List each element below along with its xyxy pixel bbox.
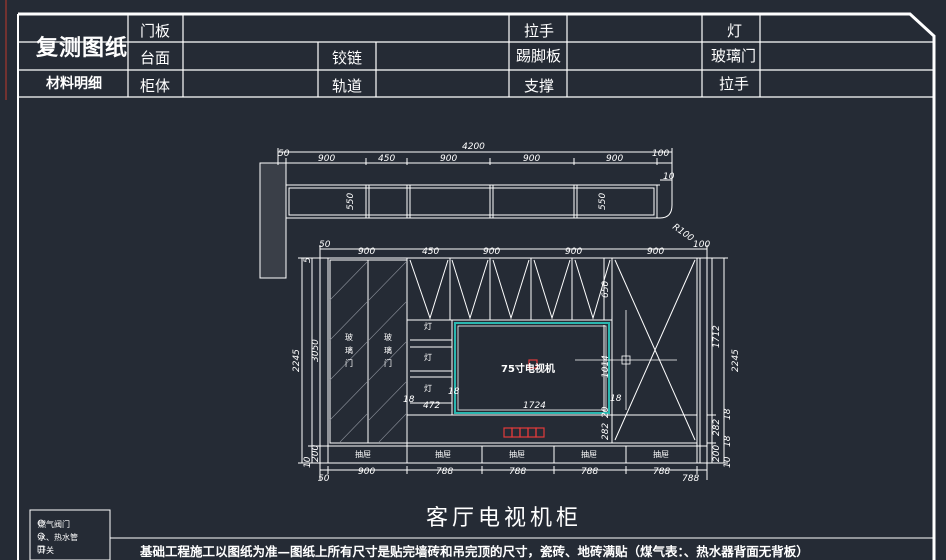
materials-label: 材料明细 — [46, 76, 102, 92]
field-support: 支撑 — [524, 77, 555, 95]
footer-note: 基础工程施工以图纸为准—图纸上所有尺寸是贴完墙砖和吊完顶的尺寸，瓷砖、地砖满贴（… — [140, 544, 809, 559]
glass-door-label: 门 — [384, 358, 392, 368]
field-glass-door: 玻璃门 — [711, 47, 757, 65]
elev-dim-bottom: 900 — [358, 467, 375, 477]
elev-dim-bottom: 788 — [509, 467, 526, 477]
plan-dim: 900 — [318, 154, 335, 164]
drawer-label: 抽屉 — [355, 449, 371, 459]
elev-dim-bottom: 788 — [581, 467, 598, 477]
field-door-panel: 门板 — [140, 22, 171, 40]
plan-dim: 900 — [440, 154, 457, 164]
elev-dim-left: 5 — [303, 257, 313, 263]
elev-dim-right: 18 — [723, 408, 733, 420]
elev-dim-top: 900 — [647, 247, 664, 257]
elev-dim-bottom: 788 — [653, 467, 670, 477]
glass-door-label: 门 — [345, 358, 353, 368]
elev-dim-bottom: 788 — [436, 467, 453, 477]
plan-dim: 50 — [278, 149, 290, 159]
plan-dim-radius: R100 — [670, 222, 695, 244]
plan-dim-depth: 550 — [598, 193, 608, 210]
elev-dim-top: 450 — [422, 247, 439, 257]
drawer-label: 抽屉 — [653, 449, 669, 459]
glass-door-label: 玻 — [384, 332, 392, 342]
field-rail: 轨道 — [332, 77, 363, 95]
plan-dim: 900 — [606, 154, 623, 164]
elev-dim-right: 282 — [712, 419, 722, 436]
elev-dim-bottom: 788 — [682, 474, 699, 484]
drawer-label: 抽屉 — [509, 449, 525, 459]
legend-gas-valve: 燃气阀门 — [38, 520, 70, 529]
legend-water-pipe: 水、热水管 — [38, 533, 78, 542]
tv-label: 75寸电视机 — [501, 362, 555, 375]
field-countertop: 台面 — [140, 49, 171, 67]
drawer-label: 抽屉 — [581, 449, 597, 459]
field-cabinet-body: 柜体 — [140, 77, 171, 95]
field-light: 灯 — [727, 22, 743, 40]
inner-dim: 282 — [601, 423, 611, 440]
elev-dim-right: 18 — [723, 435, 733, 447]
drawing-caption: 客厅电视机柜 — [426, 506, 583, 531]
elev-dim-top: 50 — [319, 240, 331, 250]
inner-dim: 20 — [601, 406, 611, 418]
glass-door-label: 玻 — [345, 332, 353, 342]
elev-dim-top: 900 — [565, 247, 582, 257]
elev-dim-top: 900 — [483, 247, 500, 257]
inner-dim: 1014 — [601, 355, 611, 378]
plan-dim: 900 — [523, 154, 540, 164]
field-handle: 拉手 — [524, 22, 555, 40]
inner-dim: 1724 — [523, 401, 546, 411]
elev-dim-top: 900 — [358, 247, 375, 257]
plan-dim: 100 — [652, 149, 669, 159]
plan-dim: 450 — [378, 154, 395, 164]
elev-dim-right: 2245 — [731, 349, 741, 372]
drawer-label: 抽屉 — [435, 449, 451, 459]
elev-dim-top: 100 — [693, 240, 710, 250]
plan-dim-total: 4200 — [462, 142, 485, 152]
elev-dim-right: 10 — [723, 456, 733, 468]
inner-dim: 18 — [448, 387, 460, 397]
elev-dim-right: 200 — [712, 445, 722, 462]
light-label: 灯 — [424, 383, 432, 393]
inner-dim: 472 — [423, 401, 440, 411]
elev-dim-left: 10 — [303, 456, 313, 468]
legend-switch: 开关 — [38, 546, 54, 555]
light-label: 灯 — [424, 321, 432, 331]
plan-dim: 10 — [663, 172, 675, 182]
glass-door-label: 璃 — [384, 345, 392, 355]
elev-dim-right: 1712 — [712, 325, 722, 348]
light-label: 灯 — [424, 352, 432, 362]
field-handle-2: 拉手 — [719, 75, 750, 93]
glass-door-label: 璃 — [345, 345, 353, 355]
inner-dim: 18 — [403, 395, 415, 405]
inner-dim: 650 — [601, 281, 611, 298]
field-hinge: 铰链 — [332, 49, 363, 67]
elev-dim-left: 3050 — [311, 339, 321, 362]
elev-dim-left: 200 — [311, 445, 321, 462]
plan-dim-depth: 550 — [346, 193, 356, 210]
drawing-title: 复测图纸 — [36, 36, 129, 61]
elev-dim-left: 2245 — [292, 349, 302, 372]
field-kickboard: 踢脚板 — [516, 47, 562, 65]
inner-dim: 18 — [610, 394, 622, 404]
elev-dim-bottom: 50 — [318, 474, 330, 484]
